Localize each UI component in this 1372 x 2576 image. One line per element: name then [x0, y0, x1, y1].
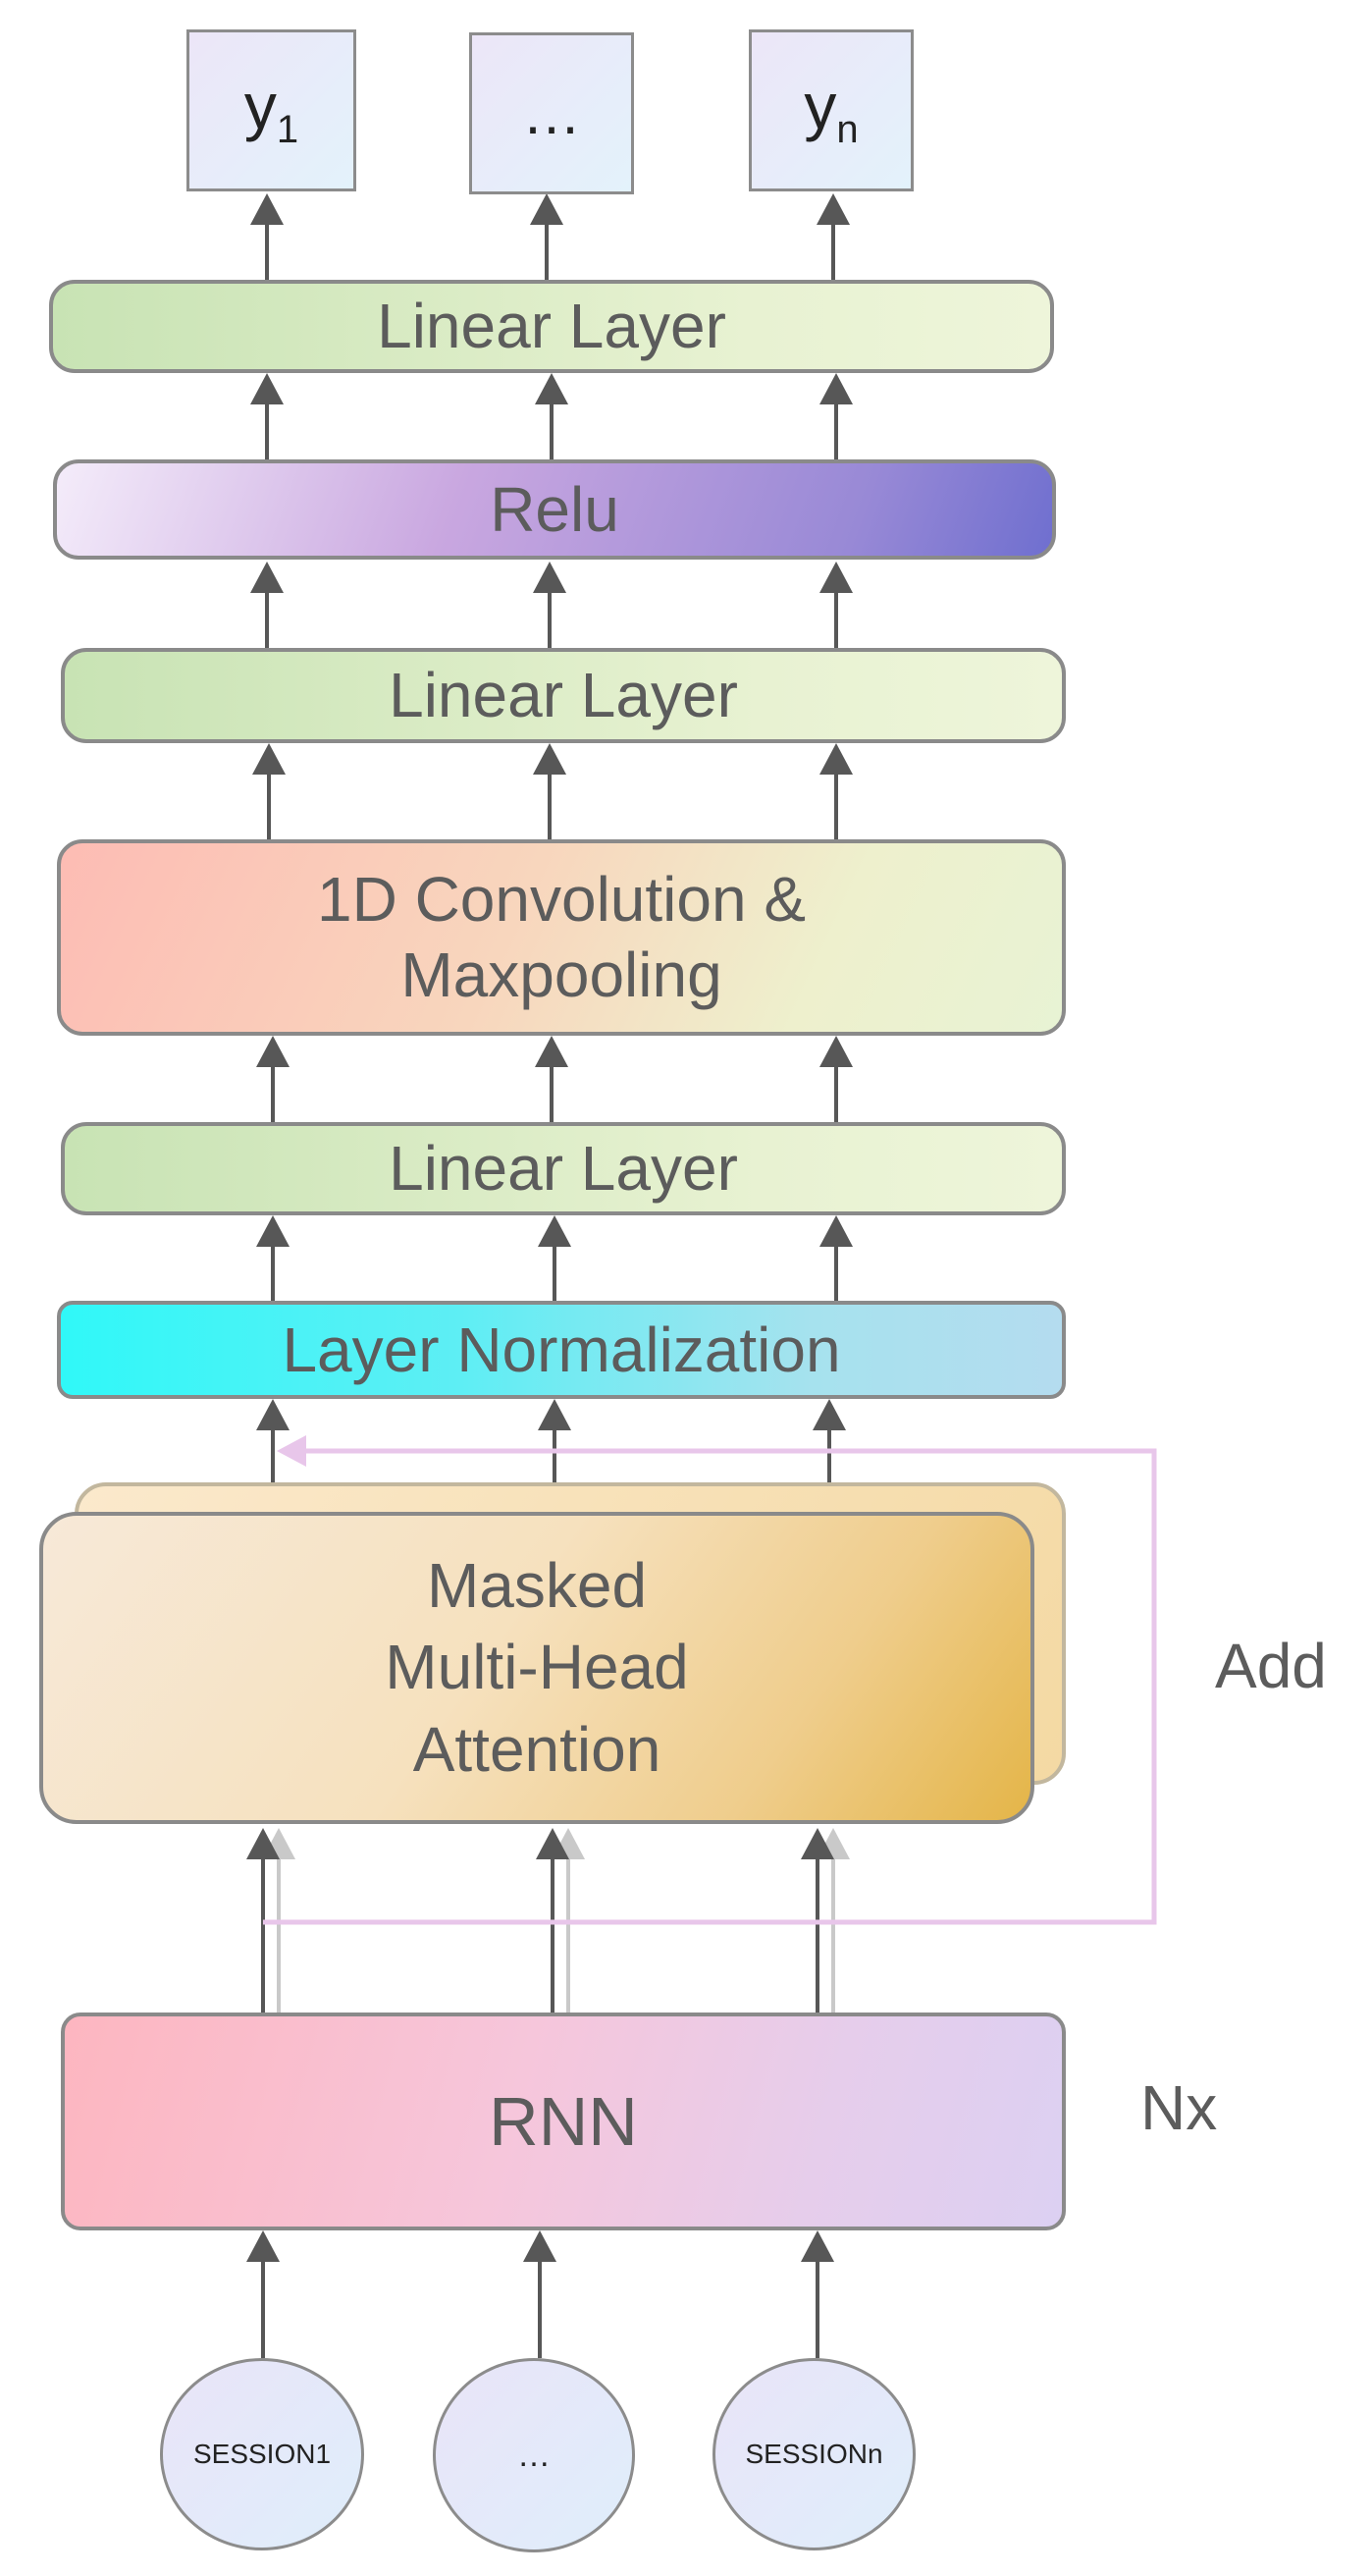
- output-label: y: [243, 69, 277, 142]
- relu-layer: Relu: [53, 459, 1056, 560]
- arrow: [250, 373, 284, 459]
- arrow: [530, 193, 563, 280]
- arrow: [819, 1036, 853, 1122]
- arrow: [246, 1828, 280, 2012]
- linear-layer-top: Linear Layer: [49, 280, 1054, 373]
- layer-normalization: Layer Normalization: [57, 1301, 1066, 1399]
- residual-arrowhead: [277, 1435, 306, 1467]
- conv-maxpool-layer: 1D Convolution & Maxpooling: [57, 839, 1066, 1036]
- arrow: [801, 1828, 834, 2012]
- arrow: [538, 1215, 571, 1301]
- arrow: [819, 562, 853, 648]
- arrow: [252, 743, 286, 839]
- output-subscript: 1: [276, 108, 299, 152]
- arrow: [535, 1036, 568, 1122]
- output-subscript: n: [836, 108, 859, 152]
- arrow: [533, 562, 566, 648]
- arrow: [533, 743, 566, 839]
- add-label: Add: [1215, 1631, 1327, 1701]
- arrow: [250, 562, 284, 648]
- arrow: [535, 373, 568, 459]
- arrow: [819, 743, 853, 839]
- input-session-n: SESSIONn: [712, 2358, 916, 2550]
- masked-multi-head-attention: Masked Multi-Head Attention: [39, 1512, 1034, 1824]
- arrow: [256, 1036, 290, 1122]
- arrow: [536, 1828, 569, 2012]
- arrow: [819, 1215, 853, 1301]
- arrow: [523, 2230, 556, 2358]
- arrow: [250, 193, 284, 280]
- residual-connection: [263, 1448, 1157, 1925]
- nx-label: Nx: [1140, 2072, 1218, 2143]
- output-box-1: y1: [186, 29, 356, 191]
- linear-layer-bottom: Linear Layer: [61, 1122, 1066, 1215]
- linear-layer-middle: Linear Layer: [61, 648, 1066, 743]
- output-box-ellipsis: …: [469, 32, 634, 194]
- input-session-ellipsis: …: [433, 2358, 635, 2552]
- arrow: [246, 2230, 280, 2358]
- rnn-layer: RNN: [61, 2012, 1066, 2230]
- arrow: [801, 2230, 834, 2358]
- arrow: [817, 193, 850, 280]
- output-label: …: [522, 80, 581, 146]
- input-session-1: SESSION1: [160, 2358, 364, 2550]
- arrow: [256, 1215, 290, 1301]
- output-label: y: [804, 69, 837, 142]
- output-box-n: yn: [749, 29, 914, 191]
- arrow: [819, 373, 853, 459]
